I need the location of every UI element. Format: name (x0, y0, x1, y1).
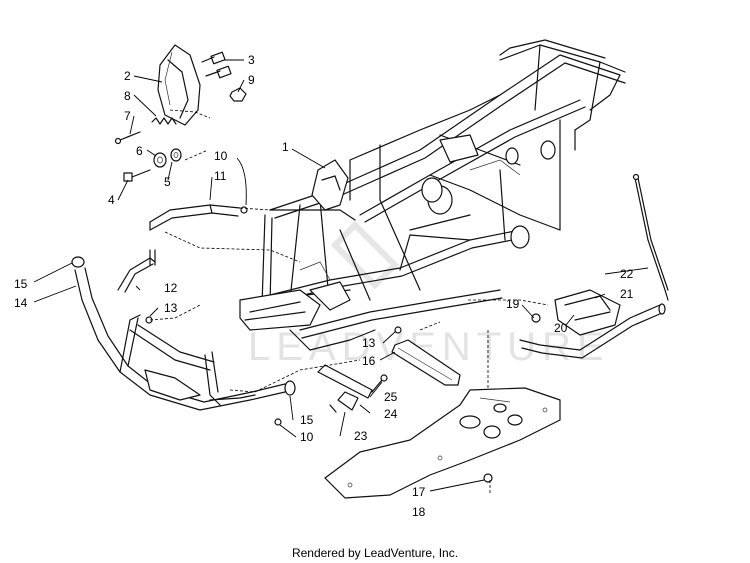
callout-13-mid: 13 (362, 336, 376, 350)
callout-16: 16 (362, 354, 376, 368)
skid-plate (324, 387, 561, 499)
callout-3: 3 (248, 53, 255, 67)
front-bracket-assembly (114, 44, 247, 182)
callout-19: 19 (506, 297, 520, 311)
spring-8 (151, 117, 177, 125)
bolt-13-mid (394, 326, 402, 334)
callout-15-left: 15 (14, 277, 28, 291)
pin-7 (114, 131, 141, 145)
main-frame (239, 39, 626, 351)
callout-8: 8 (124, 89, 131, 103)
bracket-24 (317, 364, 388, 413)
bolt-10-lower (274, 418, 282, 426)
callout-2: 2 (124, 69, 131, 83)
callout-11: 11 (214, 169, 227, 183)
assembly-lines (149, 109, 549, 495)
callout-5: 5 (164, 175, 171, 189)
bracket-11 (149, 204, 271, 231)
callout-23: 23 (354, 429, 368, 443)
washer-6 (153, 148, 182, 168)
callout-labels: 1 2 3 4 5 6 7 8 9 10 11 12 13 15 14 15 1… (14, 53, 634, 519)
leader-lines (33, 59, 649, 492)
callout-14: 14 (14, 296, 28, 310)
callout-18: 18 (412, 505, 426, 519)
bolt-3 (201, 51, 232, 79)
callout-10-upper: 10 (214, 149, 228, 163)
footer-credit: Rendered by LeadVenture, Inc. (292, 546, 458, 560)
callout-12: 12 (164, 281, 178, 295)
callout-22: 22 (620, 267, 634, 281)
front-bumper (71, 249, 296, 411)
side-guard-16 (391, 339, 461, 386)
callout-6: 6 (136, 144, 143, 158)
callout-4: 4 (108, 193, 115, 207)
callout-7: 7 (124, 109, 131, 123)
callout-24: 24 (384, 407, 398, 421)
callout-17: 17 (412, 485, 426, 499)
callout-1: 1 (282, 140, 289, 154)
callout-9: 9 (248, 73, 255, 87)
bolt-4 (123, 169, 151, 182)
callout-15-right: 15 (300, 413, 314, 427)
rear-bumper (519, 173, 669, 359)
callout-13-left: 13 (164, 301, 178, 315)
callout-20: 20 (554, 321, 568, 335)
callout-21: 21 (620, 287, 634, 301)
callout-10-lower: 10 (300, 430, 314, 444)
nut-9 (229, 87, 247, 102)
callout-25: 25 (384, 390, 398, 404)
